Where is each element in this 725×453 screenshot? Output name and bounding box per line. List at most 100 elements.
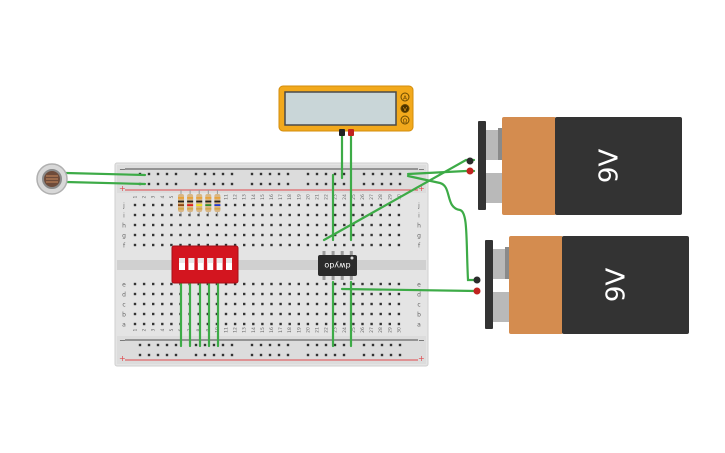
- rail-hole[interactable]: [380, 343, 384, 347]
- breadboard-hole[interactable]: [206, 322, 209, 326]
- breadboard-hole[interactable]: [279, 282, 282, 286]
- breadboard-hole[interactable]: [142, 223, 146, 227]
- rail-hole[interactable]: [286, 343, 290, 347]
- breadboard-hole[interactable]: [288, 302, 291, 306]
- breadboard-hole[interactable]: [361, 282, 364, 286]
- rail-hole[interactable]: [212, 353, 216, 357]
- breadboard-hole[interactable]: [152, 312, 155, 316]
- rail-hole[interactable]: [165, 343, 169, 347]
- breadboard-hole[interactable]: [233, 203, 237, 207]
- breadboard-hole[interactable]: [224, 243, 228, 247]
- rail-hole[interactable]: [174, 172, 178, 176]
- breadboard-hole[interactable]: [315, 233, 319, 237]
- breadboard-hole[interactable]: [352, 203, 355, 207]
- breadboard-hole[interactable]: [379, 322, 382, 326]
- breadboard-hole[interactable]: [233, 322, 237, 326]
- breadboard-hole[interactable]: [297, 233, 300, 237]
- rail-hole[interactable]: [156, 172, 160, 176]
- breadboard-hole[interactable]: [252, 243, 255, 247]
- breadboard-hole[interactable]: [133, 203, 137, 207]
- dip-toggle[interactable]: [226, 258, 232, 270]
- breadboard-hole[interactable]: [279, 233, 282, 237]
- breadboard-hole[interactable]: [297, 223, 300, 227]
- rail-hole[interactable]: [333, 353, 337, 357]
- breadboard-hole[interactable]: [179, 233, 182, 237]
- wire-photoresistor-1[interactable]: [64, 171, 147, 177]
- breadboard-hole[interactable]: [270, 223, 273, 227]
- breadboard-hole[interactable]: [261, 203, 264, 207]
- rail-hole[interactable]: [147, 172, 151, 176]
- breadboard-hole[interactable]: [315, 243, 319, 247]
- breadboard-hole[interactable]: [252, 302, 255, 306]
- breadboard-hole[interactable]: [224, 233, 228, 237]
- rail-hole[interactable]: [268, 353, 272, 357]
- breadboard-hole[interactable]: [142, 213, 146, 217]
- breadboard-hole[interactable]: [397, 292, 401, 296]
- breadboard-hole[interactable]: [379, 213, 382, 217]
- breadboard-hole[interactable]: [188, 243, 191, 247]
- breadboard-hole[interactable]: [297, 243, 300, 247]
- breadboard-hole[interactable]: [233, 312, 237, 316]
- breadboard-hole[interactable]: [315, 322, 319, 326]
- breadboard-hole[interactable]: [161, 223, 164, 227]
- breadboard-hole[interactable]: [379, 243, 382, 247]
- breadboard-hole[interactable]: [152, 233, 155, 237]
- rail-hole[interactable]: [286, 182, 290, 186]
- breadboard-hole[interactable]: [334, 322, 337, 326]
- breadboard-hole[interactable]: [279, 243, 282, 247]
- breadboard-hole[interactable]: [261, 213, 264, 217]
- rail-hole[interactable]: [230, 353, 234, 357]
- breadboard-hole[interactable]: [197, 223, 200, 227]
- breadboard-hole[interactable]: [170, 233, 173, 237]
- breadboard-hole[interactable]: [343, 302, 346, 306]
- rail-hole[interactable]: [138, 343, 142, 347]
- breadboard-hole[interactable]: [361, 322, 364, 326]
- breadboard-hole[interactable]: [270, 243, 273, 247]
- photoresistor[interactable]: [36, 163, 68, 195]
- breadboard-hole[interactable]: [334, 213, 337, 217]
- breadboard-hole[interactable]: [197, 292, 200, 296]
- breadboard-hole[interactable]: [370, 282, 373, 286]
- breadboard-hole[interactable]: [206, 282, 209, 286]
- resistor[interactable]: [214, 190, 221, 216]
- rail-hole[interactable]: [268, 182, 272, 186]
- breadboard-hole[interactable]: [197, 322, 200, 326]
- rail-hole[interactable]: [203, 353, 207, 357]
- breadboard-hole[interactable]: [279, 203, 282, 207]
- meter-button-ohm[interactable]: Ω: [400, 115, 410, 125]
- battery-1[interactable]: 9V: [466, 117, 683, 215]
- dip-toggle[interactable]: [216, 258, 223, 270]
- breadboard-hole[interactable]: [152, 292, 155, 296]
- breadboard-hole[interactable]: [233, 243, 237, 247]
- rail-hole[interactable]: [147, 182, 151, 186]
- rail-hole[interactable]: [165, 353, 169, 357]
- breadboard-hole[interactable]: [243, 292, 246, 296]
- rail-hole[interactable]: [315, 172, 319, 176]
- breadboard-hole[interactable]: [161, 302, 164, 306]
- breadboard-hole[interactable]: [142, 233, 146, 237]
- breadboard-hole[interactable]: [152, 213, 155, 217]
- rail-hole[interactable]: [156, 182, 160, 186]
- breadboard-hole[interactable]: [397, 213, 401, 217]
- rail-hole[interactable]: [398, 353, 402, 357]
- breadboard-hole[interactable]: [306, 203, 310, 207]
- breadboard-hole[interactable]: [324, 233, 328, 237]
- breadboard-hole[interactable]: [279, 322, 282, 326]
- breadboard-hole[interactable]: [397, 243, 401, 247]
- breadboard-hole[interactable]: [233, 213, 237, 217]
- breadboard-hole[interactable]: [361, 292, 364, 296]
- battery-2[interactable]: 9V: [473, 236, 690, 334]
- dip-switch-toggles[interactable]: [179, 258, 232, 270]
- breadboard-hole[interactable]: [388, 243, 391, 247]
- breadboard-hole[interactable]: [352, 302, 355, 306]
- rail-hole[interactable]: [286, 353, 290, 357]
- resistor[interactable]: [178, 190, 184, 216]
- breadboard-hole[interactable]: [352, 292, 355, 296]
- breadboard-hole[interactable]: [324, 322, 328, 326]
- breadboard-hole[interactable]: [397, 203, 401, 207]
- breadboard-hole[interactable]: [297, 203, 300, 207]
- rail-hole[interactable]: [333, 182, 337, 186]
- multimeter[interactable]: A V Ω: [278, 85, 414, 136]
- dip-toggle[interactable]: [188, 258, 195, 270]
- breadboard-hole[interactable]: [188, 223, 191, 227]
